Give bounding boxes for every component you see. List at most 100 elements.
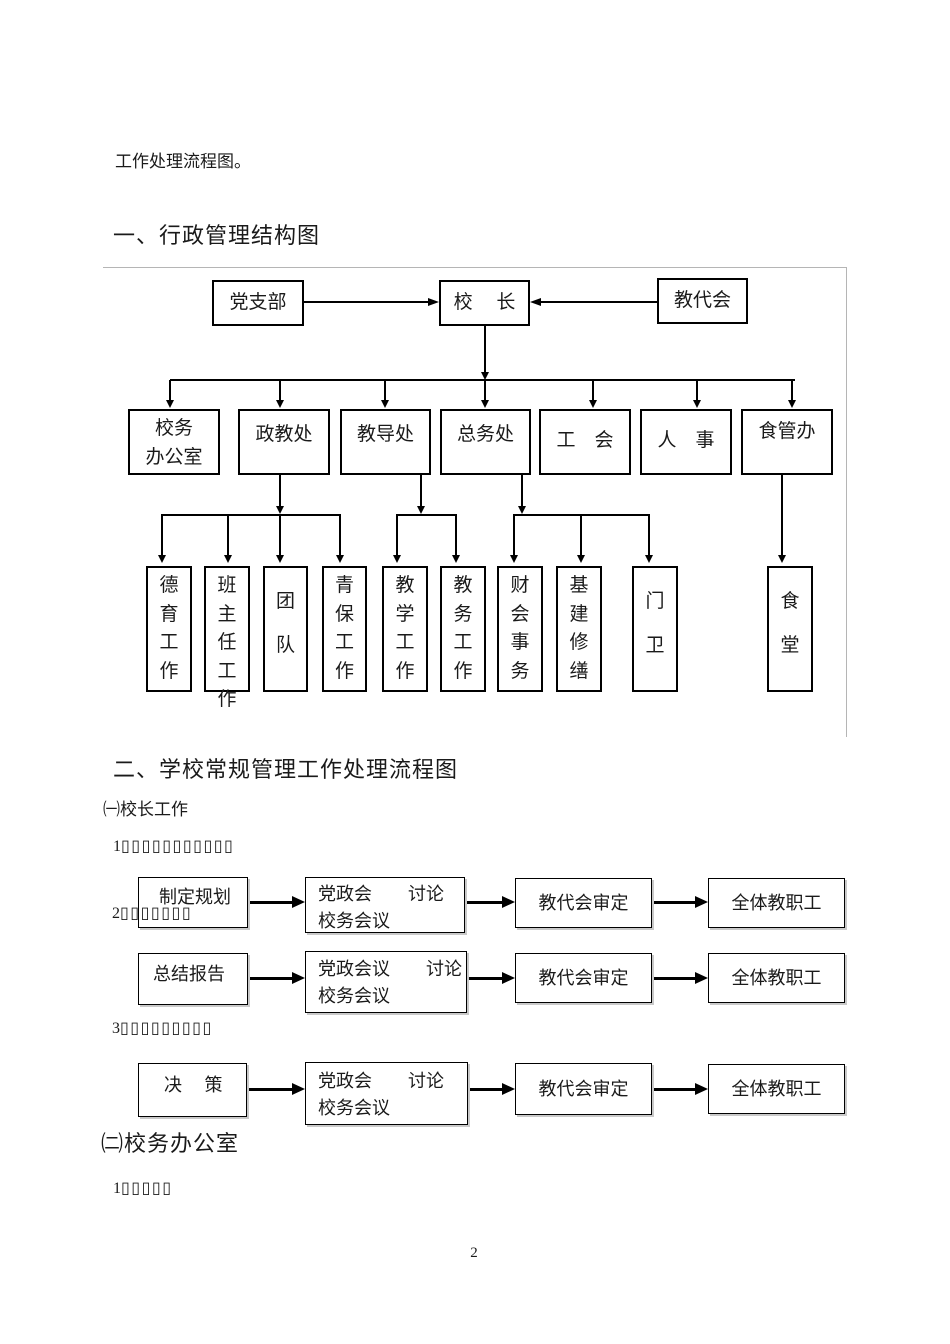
- org-box-principal-label: 校 长: [453, 291, 516, 313]
- flow3-step-congress-approval: 教代会审定: [515, 1063, 652, 1115]
- org-box-labor-union: 工 会: [539, 409, 631, 475]
- connector-line: [592, 380, 594, 400]
- arrowhead-down: [224, 555, 232, 563]
- connector-line: [467, 977, 502, 980]
- arrowhead-down: [645, 555, 653, 563]
- connector-line: [652, 977, 695, 980]
- arrowhead-down: [589, 400, 597, 408]
- flow2-step-all-staff: 全体教职工: [708, 953, 845, 1003]
- org-box-academic-office: 教导处: [340, 409, 431, 475]
- org-box-construction-repair: 基建修缮: [556, 566, 602, 692]
- connector-line: [455, 514, 457, 555]
- arrowhead-right: [502, 896, 515, 908]
- connector-line: [279, 514, 281, 555]
- arrowhead-right: [695, 896, 708, 908]
- paragraph-3-number: 3: [112, 1020, 120, 1037]
- connector-line: [161, 514, 163, 555]
- arrowhead-right: [292, 972, 305, 984]
- connector-line: [484, 380, 486, 400]
- arrowhead-down: [518, 506, 526, 514]
- canvas-border-top: [103, 267, 847, 268]
- connector-line: [696, 380, 698, 400]
- connector-line: [170, 379, 795, 381]
- flow3-step-all-staff: 全体教职工: [708, 1064, 845, 1114]
- connector-line: [781, 474, 783, 555]
- paragraph-4: 1▯▯▯▯▯: [113, 1178, 173, 1198]
- arrowhead-right: [428, 298, 439, 306]
- connector-line: [169, 380, 171, 400]
- paragraph-3: 3▯▯▯▯▯▯▯▯▯: [112, 1018, 213, 1038]
- flow2-step-summary-report: 总结报告: [138, 953, 248, 1005]
- org-box-staff-congress-label: 教代会: [673, 289, 731, 311]
- org-box-gatekeeping: 门卫: [632, 566, 678, 692]
- connector-line: [304, 301, 428, 303]
- org-box-general-affairs: 总务处: [440, 409, 531, 475]
- connector-line: [279, 475, 281, 506]
- arrowhead-down: [393, 555, 401, 563]
- subsection2-title: ㈡校务办公室: [101, 1131, 240, 1156]
- org-box-hr: 人 事: [640, 409, 732, 475]
- connector-line: [652, 1088, 695, 1091]
- paragraph-4-number: 1: [113, 1180, 121, 1197]
- connector-line: [514, 514, 650, 516]
- org-box-moral-edu-office: 政教处: [238, 409, 330, 475]
- arrowhead-right: [292, 896, 305, 908]
- connector-line: [465, 901, 502, 904]
- paragraph-2-number: 2: [112, 905, 120, 922]
- arrowhead-right: [502, 972, 515, 984]
- connector-line: [384, 380, 386, 400]
- flow1-step-meetings: 党政会 讨论 校务会议: [305, 877, 465, 933]
- paragraph-2: 2▯▯▯▯▯▯▯: [112, 903, 192, 923]
- paragraph-1-missing-glyphs: ▯▯▯▯▯▯▯▯▯▯▯: [121, 836, 235, 855]
- arrowhead-down: [452, 555, 460, 563]
- connector-line: [420, 475, 422, 506]
- paragraph-1-number: 1: [113, 838, 121, 855]
- connector-line: [484, 326, 486, 372]
- flow1-step-planning: 制定规划: [138, 877, 248, 928]
- paragraph-4-missing-glyphs: ▯▯▯▯▯: [121, 1178, 173, 1197]
- page-number: 2: [470, 1245, 478, 1261]
- org-box-staff-congress: 教代会: [657, 278, 748, 324]
- flow2-step-congress-approval: 教代会审定: [515, 953, 652, 1003]
- arrowhead-down: [276, 555, 284, 563]
- arrowhead-down: [510, 555, 518, 563]
- flow2-step-meetings: 党政会议 讨论 校务会议: [305, 951, 467, 1013]
- paragraph-2-missing-glyphs: ▯▯▯▯▯▯▯: [120, 903, 193, 922]
- arrowhead-down: [276, 400, 284, 408]
- flow3-step-decision: 决 策: [138, 1063, 247, 1117]
- connector-line: [521, 475, 523, 506]
- connector-line: [339, 514, 341, 555]
- org-box-principal: 校 长: [439, 280, 530, 326]
- intro-text: 工作处理流程图。: [115, 152, 251, 171]
- org-box-finance: 财会事务: [497, 566, 543, 692]
- flow3-step-meetings: 党政会 讨论 校务会议: [305, 1062, 468, 1125]
- org-box-academic-affairs: 教务工作: [440, 566, 486, 692]
- org-box-party-branch-label: 党支部: [229, 291, 287, 313]
- connector-line: [513, 514, 515, 555]
- org-box-class-teachers: 班主任工作: [204, 566, 250, 710]
- connector-line: [468, 1088, 502, 1091]
- arrowhead-down: [577, 555, 585, 563]
- flow1-step-congress-approval: 教代会审定: [515, 878, 652, 928]
- arrowhead-down: [158, 555, 166, 563]
- flow1-step-all-staff: 全体教职工: [708, 878, 845, 928]
- connector-line: [580, 514, 582, 555]
- arrowhead-down: [481, 372, 489, 380]
- arrowhead-down: [693, 400, 701, 408]
- arrowhead-down: [336, 555, 344, 563]
- org-box-youth-league: 团队: [263, 566, 308, 692]
- org-box-school-office: 校务 办公室: [128, 409, 220, 475]
- arrowhead-down: [276, 506, 284, 514]
- connector-line: [396, 514, 398, 555]
- org-box-moral-education: 德育工作: [146, 566, 192, 692]
- section1-heading: 一、行政管理结构图: [113, 223, 321, 248]
- arrowhead-left: [530, 298, 541, 306]
- connector-line: [248, 977, 292, 980]
- section2-heading: 二、学校常规管理工作处理流程图: [113, 757, 459, 782]
- arrowhead-down: [788, 400, 796, 408]
- connector-line: [279, 380, 281, 400]
- connector-line: [541, 301, 657, 303]
- arrowhead-right: [502, 1083, 515, 1095]
- connector-line: [397, 514, 456, 516]
